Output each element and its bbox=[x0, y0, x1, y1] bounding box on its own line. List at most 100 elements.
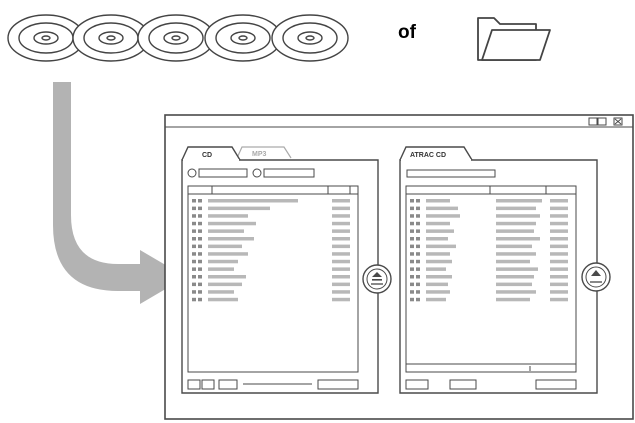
track-number-mark bbox=[410, 221, 414, 226]
track-title-bar bbox=[208, 282, 242, 287]
tab-atrac-cd-label: ATRAC CD bbox=[410, 152, 446, 159]
eject-button-icon[interactable] bbox=[581, 262, 611, 292]
track-title-bar bbox=[426, 252, 450, 256]
track-number-mark bbox=[416, 214, 420, 218]
drive-select[interactable] bbox=[263, 168, 315, 178]
track-number-mark bbox=[410, 199, 414, 203]
table-row[interactable] bbox=[192, 290, 350, 294]
track-time-bar bbox=[550, 267, 568, 271]
track-title-bar bbox=[426, 221, 450, 226]
table-row[interactable] bbox=[410, 267, 568, 271]
table-row[interactable] bbox=[410, 237, 568, 241]
source-select-icon[interactable] bbox=[187, 168, 197, 178]
track-time-bar bbox=[550, 244, 568, 249]
table-row[interactable] bbox=[410, 275, 568, 279]
table-row[interactable] bbox=[192, 252, 350, 256]
table-row[interactable] bbox=[192, 244, 350, 249]
track-number-mark bbox=[410, 252, 414, 256]
table-row[interactable] bbox=[192, 214, 350, 218]
track-list[interactable] bbox=[187, 185, 359, 373]
table-row[interactable] bbox=[410, 229, 568, 233]
table-row[interactable] bbox=[192, 275, 350, 279]
footer-button[interactable] bbox=[449, 379, 477, 390]
track-title-bar bbox=[208, 290, 234, 294]
track-title-bar bbox=[426, 259, 452, 264]
table-row[interactable] bbox=[192, 267, 350, 271]
table-row[interactable] bbox=[410, 259, 568, 264]
track-number-mark bbox=[416, 297, 420, 302]
table-row[interactable] bbox=[192, 206, 350, 211]
footer-button[interactable] bbox=[535, 379, 577, 390]
track-number-mark bbox=[198, 206, 202, 211]
footer-button[interactable] bbox=[405, 379, 429, 390]
record-button-icon[interactable] bbox=[362, 264, 392, 294]
cd-disc-icon bbox=[271, 14, 349, 62]
footer-button[interactable] bbox=[218, 379, 238, 390]
folder-icon bbox=[477, 17, 551, 61]
table-row[interactable] bbox=[410, 282, 568, 287]
window-controls[interactable] bbox=[588, 117, 623, 126]
track-number-mark bbox=[416, 267, 420, 271]
track-number-mark bbox=[192, 244, 196, 249]
table-row[interactable] bbox=[410, 252, 568, 256]
track-number-mark bbox=[198, 259, 202, 264]
table-row[interactable] bbox=[192, 237, 350, 241]
drive-select-icon[interactable] bbox=[252, 168, 262, 178]
footer-button[interactable] bbox=[201, 379, 215, 390]
track-number-mark bbox=[198, 282, 202, 287]
table-row[interactable] bbox=[410, 206, 568, 211]
table-row[interactable] bbox=[410, 244, 568, 249]
table-row[interactable] bbox=[410, 221, 568, 226]
table-row[interactable] bbox=[192, 221, 350, 226]
track-number-mark bbox=[198, 244, 202, 249]
track-number-mark bbox=[410, 229, 414, 233]
left-panel: MP3 CD bbox=[181, 146, 392, 394]
track-number-mark bbox=[192, 214, 196, 218]
table-row[interactable] bbox=[410, 199, 568, 203]
footer-button[interactable] bbox=[187, 379, 201, 390]
track-number-mark bbox=[198, 267, 202, 271]
table-row[interactable] bbox=[410, 290, 568, 294]
track-artist-bar bbox=[496, 206, 536, 211]
track-title-bar bbox=[426, 214, 460, 218]
maximize-button[interactable] bbox=[597, 117, 607, 126]
table-row[interactable] bbox=[410, 297, 568, 302]
tab-mp3[interactable] bbox=[236, 146, 292, 159]
track-number-mark bbox=[416, 244, 420, 249]
table-row[interactable] bbox=[192, 282, 350, 287]
table-row[interactable] bbox=[192, 297, 350, 302]
table-row[interactable] bbox=[192, 229, 350, 233]
minimize-button[interactable] bbox=[588, 117, 598, 126]
track-number-mark bbox=[198, 221, 202, 226]
track-number-mark bbox=[416, 237, 420, 241]
track-number-mark bbox=[192, 199, 196, 203]
track-time-bar bbox=[550, 199, 568, 203]
track-number-mark bbox=[416, 275, 420, 279]
track-artist-bar bbox=[496, 214, 540, 218]
track-artist-bar bbox=[496, 221, 536, 226]
table-row[interactable] bbox=[192, 259, 350, 264]
cd-disc-icon bbox=[204, 14, 282, 62]
track-number-mark bbox=[192, 282, 196, 287]
track-number-mark bbox=[198, 275, 202, 279]
track-number-mark bbox=[192, 237, 196, 241]
track-number-mark bbox=[192, 252, 196, 256]
tab-atrac-cd[interactable] bbox=[399, 146, 473, 161]
track-number-mark bbox=[198, 214, 202, 218]
track-number-mark bbox=[198, 237, 202, 241]
track-number-mark bbox=[410, 297, 414, 302]
track-title-bar bbox=[208, 244, 242, 249]
table-row[interactable] bbox=[410, 214, 568, 218]
source-select[interactable] bbox=[198, 168, 248, 178]
tab-cd[interactable] bbox=[181, 146, 241, 161]
track-number-mark bbox=[416, 252, 420, 256]
track-title-bar bbox=[208, 229, 244, 233]
track-time-bar bbox=[332, 221, 350, 226]
track-title-bar bbox=[426, 282, 448, 287]
track-time-bar bbox=[332, 199, 350, 203]
track-time-bar bbox=[332, 290, 350, 294]
disc-title-field[interactable] bbox=[406, 169, 496, 178]
table-row[interactable] bbox=[192, 199, 350, 203]
footer-button[interactable] bbox=[317, 379, 359, 390]
atrac-track-list[interactable] bbox=[405, 185, 577, 373]
